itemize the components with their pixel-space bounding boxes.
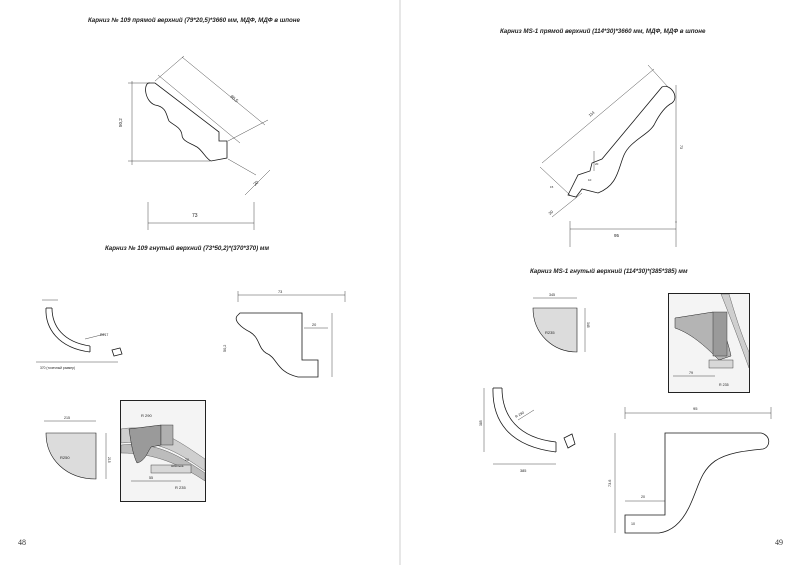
svg-text:20: 20 [312,323,316,327]
svg-text:215: 215 [64,416,70,420]
title-109-straight: Карниз № 109 прямой верхний (79*20,5)*36… [88,17,300,24]
svg-text:20: 20 [185,458,189,462]
drawing-109-corner: 215 R250 215 [44,416,111,480]
svg-text:10: 10 [588,178,592,182]
svg-text:73.6: 73.6 [608,480,612,487]
svg-text:R 235: R 235 [175,485,186,490]
drawing-ms1-plan: R 290 385 385 [479,387,576,473]
svg-text:73: 73 [679,145,683,149]
svg-text:20: 20 [595,162,599,166]
photo-109-cross-section: R 290 R 235 55 20 Шпилька [120,400,206,502]
page-number-right: 49 [775,538,783,547]
svg-text:15: 15 [550,185,554,189]
svg-text:73: 73 [192,213,198,219]
svg-text:30: 30 [547,209,554,216]
title-ms1-straight: Карниз MS-1 прямой верхний (114*30)*3660… [500,28,706,35]
svg-text:Шпилька: Шпилька [171,464,184,468]
spread-fold [399,0,401,565]
svg-text:95: 95 [614,233,620,238]
svg-text:50,2: 50,2 [223,345,227,352]
svg-text:20: 20 [641,495,645,499]
page-number-left: 48 [18,538,26,547]
drawing-ms1-big-section: 95 73.6 20 10 [608,406,772,534]
svg-text:R 235: R 235 [719,383,729,387]
svg-text:55: 55 [149,476,153,480]
svg-text:95: 95 [693,406,698,411]
svg-text:79: 79 [689,371,693,375]
photo-ms1-cross-section: 79 R 235 [668,293,750,393]
svg-text:345: 345 [549,293,555,297]
svg-text:20: 20 [252,179,259,186]
svg-text:370 (точечный размер): 370 (точечный размер) [40,366,75,370]
svg-text:R 290: R 290 [141,413,152,418]
drawing-109-section: 73 20 50,2 [223,290,346,378]
svg-text:73: 73 [278,290,282,294]
title-109-bent: Карниз № 109 гнутый верхний (73*50,2)*(3… [105,245,270,252]
drawing-ms1-straight: 114 30 95 73 20 10 15 [539,64,683,247]
svg-text:385: 385 [479,420,483,426]
svg-text:10: 10 [631,522,635,526]
svg-text:345: 345 [586,322,590,328]
drawing-109-plan: R217 370 (точечный размер) [36,299,123,370]
svg-text:50,2: 50,2 [118,118,123,127]
drawing-ms1-corner: 345 R235 345 [532,293,590,353]
svg-text:R217: R217 [100,333,108,337]
svg-text:R235: R235 [545,330,555,335]
drawing-109-straight: 80,5 50,2 20 73 [118,55,271,230]
svg-text:215: 215 [107,457,111,463]
svg-text:R 290: R 290 [515,411,525,419]
svg-text:R250: R250 [60,455,70,460]
svg-text:80,5: 80,5 [229,94,239,104]
title-ms1-bent: Карниз MS-1 гнутый верхний (114*30)*(385… [530,268,688,275]
svg-text:114: 114 [587,109,596,117]
svg-text:385: 385 [520,469,526,473]
